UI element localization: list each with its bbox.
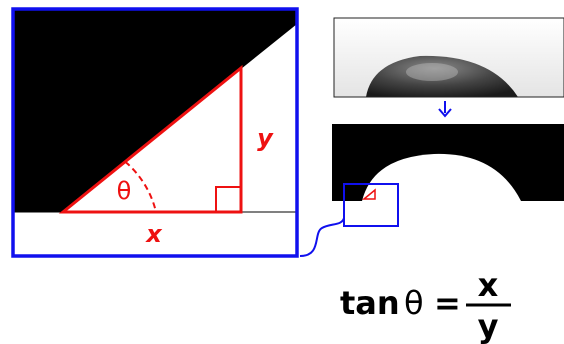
opposite-side-label: y [257,124,274,152]
equation-function: tan [340,284,400,322]
droplet-photo-drop [366,55,518,97]
zoom-panel [13,9,297,256]
droplet-photo [333,17,564,98]
angle-arc [124,160,157,213]
right-angle-marker [215,186,242,213]
droplet-edge-region [13,9,297,212]
zoom-panel-frame [11,7,299,258]
down-arrow-head [438,108,452,118]
equation-numerator: x [478,266,499,304]
zoom-connector [299,217,345,257]
adjacent-side-label: x [145,220,163,248]
equation: tan θ = x y [340,266,511,344]
equation-angle: θ [404,284,424,322]
down-arrow [438,101,452,118]
inset-mini-triangle [361,188,376,200]
angle-label: θ [117,177,132,205]
inset-box [343,183,399,227]
binarized-droplet [332,124,564,227]
angle-triangle [58,64,243,214]
droplet-highlight [406,63,458,81]
droplet-photo-frame [333,17,564,98]
binarized-drop-outline [362,153,521,201]
equation-denominator: y [478,307,499,344]
equation-equals: = [434,284,461,322]
